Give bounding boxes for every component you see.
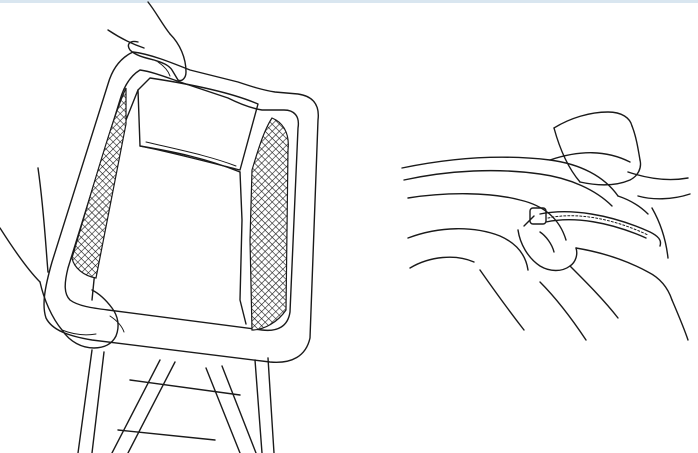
zipper-illustration	[401, 111, 691, 341]
fabric-folds	[401, 152, 649, 341]
mesh-side-panels	[71, 87, 289, 331]
bottom-left-hand	[0, 167, 125, 349]
chair-frame-illustration	[0, 1, 319, 453]
top-hand	[553, 111, 691, 200]
top-rule	[0, 0, 698, 3]
bottom-hand	[517, 207, 689, 341]
step-unzip-panel	[390, 0, 698, 453]
chair-legs	[77, 349, 275, 453]
zipper	[523, 207, 662, 247]
step-remove-cover-panel	[0, 1, 319, 453]
top-hand	[107, 1, 187, 82]
